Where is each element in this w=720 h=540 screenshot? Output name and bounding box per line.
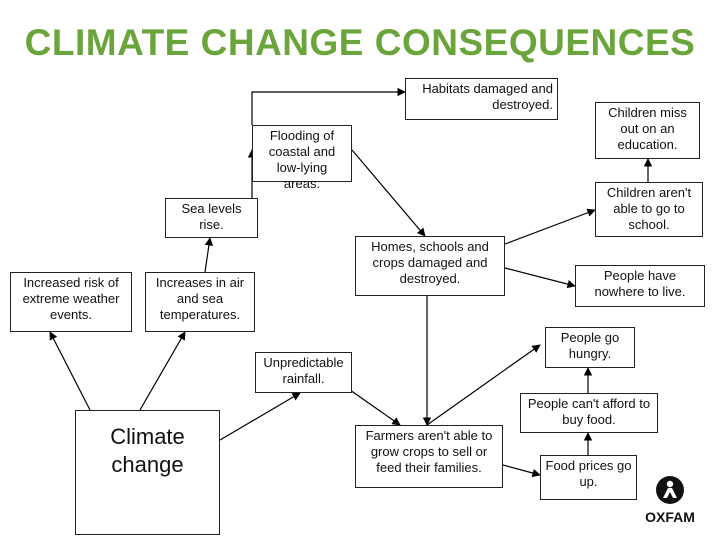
arrow-climate-to-rainfall <box>219 392 301 441</box>
arrow-farmers-to-hungry <box>426 344 541 426</box>
node-temperatures: Increases in air and sea temperatures. <box>145 272 255 332</box>
node-sea-levels: Sea levels rise. <box>165 198 258 238</box>
oxfam-logo-text: OXFAM <box>645 509 695 525</box>
arrow-climate-to-extreme <box>49 331 91 411</box>
arrow-temperatures-to-sea <box>204 237 214 273</box>
node-food-prices: Food prices go up. <box>540 455 637 500</box>
arrow-homes-to-school <box>504 208 596 245</box>
node-nowhere-label: People have nowhere to live. <box>594 268 686 299</box>
node-hungry: People go hungry. <box>545 327 635 368</box>
node-farmers-label: Farmers aren't able to grow crops to sel… <box>365 428 493 475</box>
node-habitats: Habitats damaged and destroyed. <box>405 78 558 120</box>
node-rainfall: Unpredictable rainfall. <box>255 352 352 393</box>
node-habitats-label: Habitats damaged and destroyed. <box>422 81 553 112</box>
node-extreme-weather-label: Increased risk of extreme weather events… <box>22 275 120 322</box>
arrow-homes-to-nowhere <box>504 267 576 289</box>
node-cant-afford: People can't afford to buy food. <box>520 393 658 433</box>
node-school: Children aren't able to go to school. <box>595 182 703 237</box>
arrow-climate-to-temperatures <box>139 331 186 411</box>
arrow-flooding-to-habitats <box>251 87 406 125</box>
page-title: CLIMATE CHANGE CONSEQUENCES <box>24 22 696 63</box>
node-school-label: Children aren't able to go to school. <box>606 185 692 232</box>
node-farmers: Farmers aren't able to grow crops to sel… <box>355 425 503 488</box>
node-climate-change: Climate change <box>75 410 220 535</box>
node-sea-levels-label: Sea levels rise. <box>181 201 242 232</box>
node-rainfall-label: Unpredictable rainfall. <box>263 355 344 386</box>
node-temperatures-label: Increases in air and sea temperatures. <box>155 275 245 322</box>
node-flooding-label: Flooding of coastal and low-lying areas. <box>268 128 336 191</box>
node-homes-label: Homes, schools and crops damaged and des… <box>371 239 489 286</box>
node-cant-afford-label: People can't afford to buy food. <box>527 396 651 427</box>
node-hungry-label: People go hungry. <box>560 330 620 361</box>
arrow-flooding-to-homes <box>351 149 426 237</box>
node-extreme-weather: Increased risk of extreme weather events… <box>10 272 132 332</box>
node-education-label: Children miss out on an education. <box>608 105 687 152</box>
arrow-farmers-to-food-prices <box>502 464 541 478</box>
node-nowhere: People have nowhere to live. <box>575 265 705 307</box>
arrow-rainfall-to-farmers <box>349 389 401 426</box>
node-food-prices-label: Food prices go up. <box>545 458 632 489</box>
oxfam-logo: OXFAM <box>645 476 695 525</box>
node-flooding: Flooding of coastal and low-lying areas. <box>252 125 352 191</box>
node-education: Children miss out on an education. <box>595 102 700 159</box>
node-climate-change-label: Climate change <box>110 424 185 477</box>
node-homes: Homes, schools and crops damaged and des… <box>355 236 505 296</box>
